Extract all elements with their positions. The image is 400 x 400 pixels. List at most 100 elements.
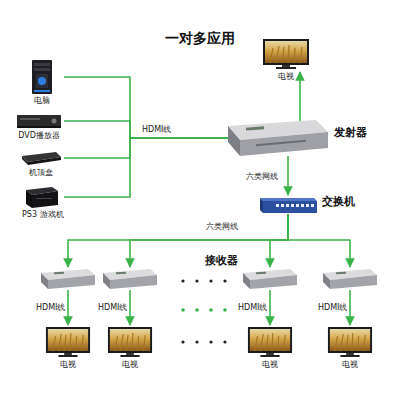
icon-part <box>17 126 61 128</box>
icon-part <box>263 201 317 213</box>
icon-part <box>34 68 50 71</box>
icon-part <box>306 204 309 207</box>
icon-part <box>265 41 307 63</box>
node-icon <box>247 326 293 358</box>
icon-part <box>226 118 330 158</box>
icon-part <box>64 353 72 355</box>
cable-connector <box>269 290 271 325</box>
cable-connector <box>67 290 69 325</box>
dot <box>181 279 184 282</box>
cable-connector <box>64 121 230 138</box>
icon-part <box>260 198 263 213</box>
icon-part <box>116 272 126 275</box>
set-top-box-source: 机顶盒 <box>20 150 62 178</box>
icon-part <box>228 126 240 156</box>
cable-connector <box>270 214 288 267</box>
icon-part <box>336 272 346 275</box>
icon-part <box>48 275 95 289</box>
node-icon <box>22 186 62 208</box>
receiver-box <box>322 268 378 290</box>
icon-part <box>248 327 292 353</box>
icon-part <box>54 272 64 275</box>
icon-part <box>263 39 309 65</box>
icon-part <box>256 272 266 275</box>
node-label: PS3 游戏机 <box>22 210 62 220</box>
tv-display: 电视 <box>247 326 293 370</box>
icon-part <box>36 198 52 199</box>
network-switch: 交换机 <box>258 196 318 214</box>
icon-part <box>322 268 378 290</box>
tv-display: 电视 <box>262 38 310 82</box>
icon-part <box>247 326 293 358</box>
icon-part <box>16 113 62 129</box>
dots-receivers <box>181 279 226 282</box>
dot <box>223 308 227 312</box>
cable-connector <box>68 214 288 267</box>
cable-connector <box>299 72 301 122</box>
icon-part <box>20 118 40 120</box>
icon-part <box>340 355 359 357</box>
icon-part <box>48 329 88 351</box>
icon-part <box>282 65 290 67</box>
icon-part <box>255 333 286 351</box>
icon-part <box>103 273 110 289</box>
icon-part <box>260 355 279 357</box>
icon-part <box>328 327 372 353</box>
cable-label: HDMI线 <box>318 303 347 313</box>
node-icon <box>242 268 298 290</box>
node-icon <box>16 113 62 129</box>
dot <box>223 340 226 343</box>
icon-part <box>276 204 314 207</box>
icon-part <box>36 74 48 88</box>
icon-part <box>270 45 302 63</box>
node-icon <box>20 150 62 166</box>
node-label: 电视 <box>327 360 373 370</box>
tv-display: 电视 <box>45 326 91 370</box>
node-icon <box>327 326 373 358</box>
node-icon <box>107 326 153 358</box>
icon-part <box>296 204 299 207</box>
cable-connector <box>129 290 131 325</box>
icon-part <box>26 190 32 208</box>
node-label: 机顶盒 <box>20 168 62 178</box>
icon-part <box>115 333 146 351</box>
receiver-box <box>102 268 158 290</box>
cable-label: HDMI线 <box>36 303 65 313</box>
icon-part <box>28 157 61 165</box>
node-label: 电视 <box>45 360 91 370</box>
transmitter-box: 发射器 <box>226 118 330 158</box>
dots-tvs <box>181 340 226 343</box>
icon-part <box>110 275 157 289</box>
tv-display: 电视 <box>327 326 373 370</box>
node-label: 电视 <box>247 360 293 370</box>
node-icon <box>45 326 91 358</box>
group-label: 接收器 <box>205 253 238 268</box>
cable-label: HDMI线 <box>238 303 267 313</box>
icon-part <box>102 268 158 290</box>
icon-part <box>243 273 250 289</box>
icon-part <box>266 353 274 355</box>
icon-part <box>323 273 330 289</box>
node-label: 交换机 <box>322 197 355 207</box>
node-icon <box>226 118 330 158</box>
icon-part <box>262 38 310 70</box>
dot <box>181 340 184 343</box>
icon-part <box>40 268 96 290</box>
icon-part <box>107 326 153 358</box>
diagram-title: 一对多应用 <box>0 30 400 48</box>
icon-part <box>32 60 52 94</box>
icon-part <box>250 329 290 351</box>
cable-connector <box>64 77 230 138</box>
icon-part <box>291 204 294 207</box>
icon-part <box>52 119 57 124</box>
computer-source: 电脑 <box>22 60 62 106</box>
dot <box>223 279 226 282</box>
icon-part <box>256 140 306 146</box>
dot <box>195 340 198 343</box>
node-icon <box>258 196 318 214</box>
icon-part <box>240 132 328 156</box>
dot <box>209 340 212 343</box>
icon-part <box>53 333 84 351</box>
icon-part <box>330 275 377 289</box>
